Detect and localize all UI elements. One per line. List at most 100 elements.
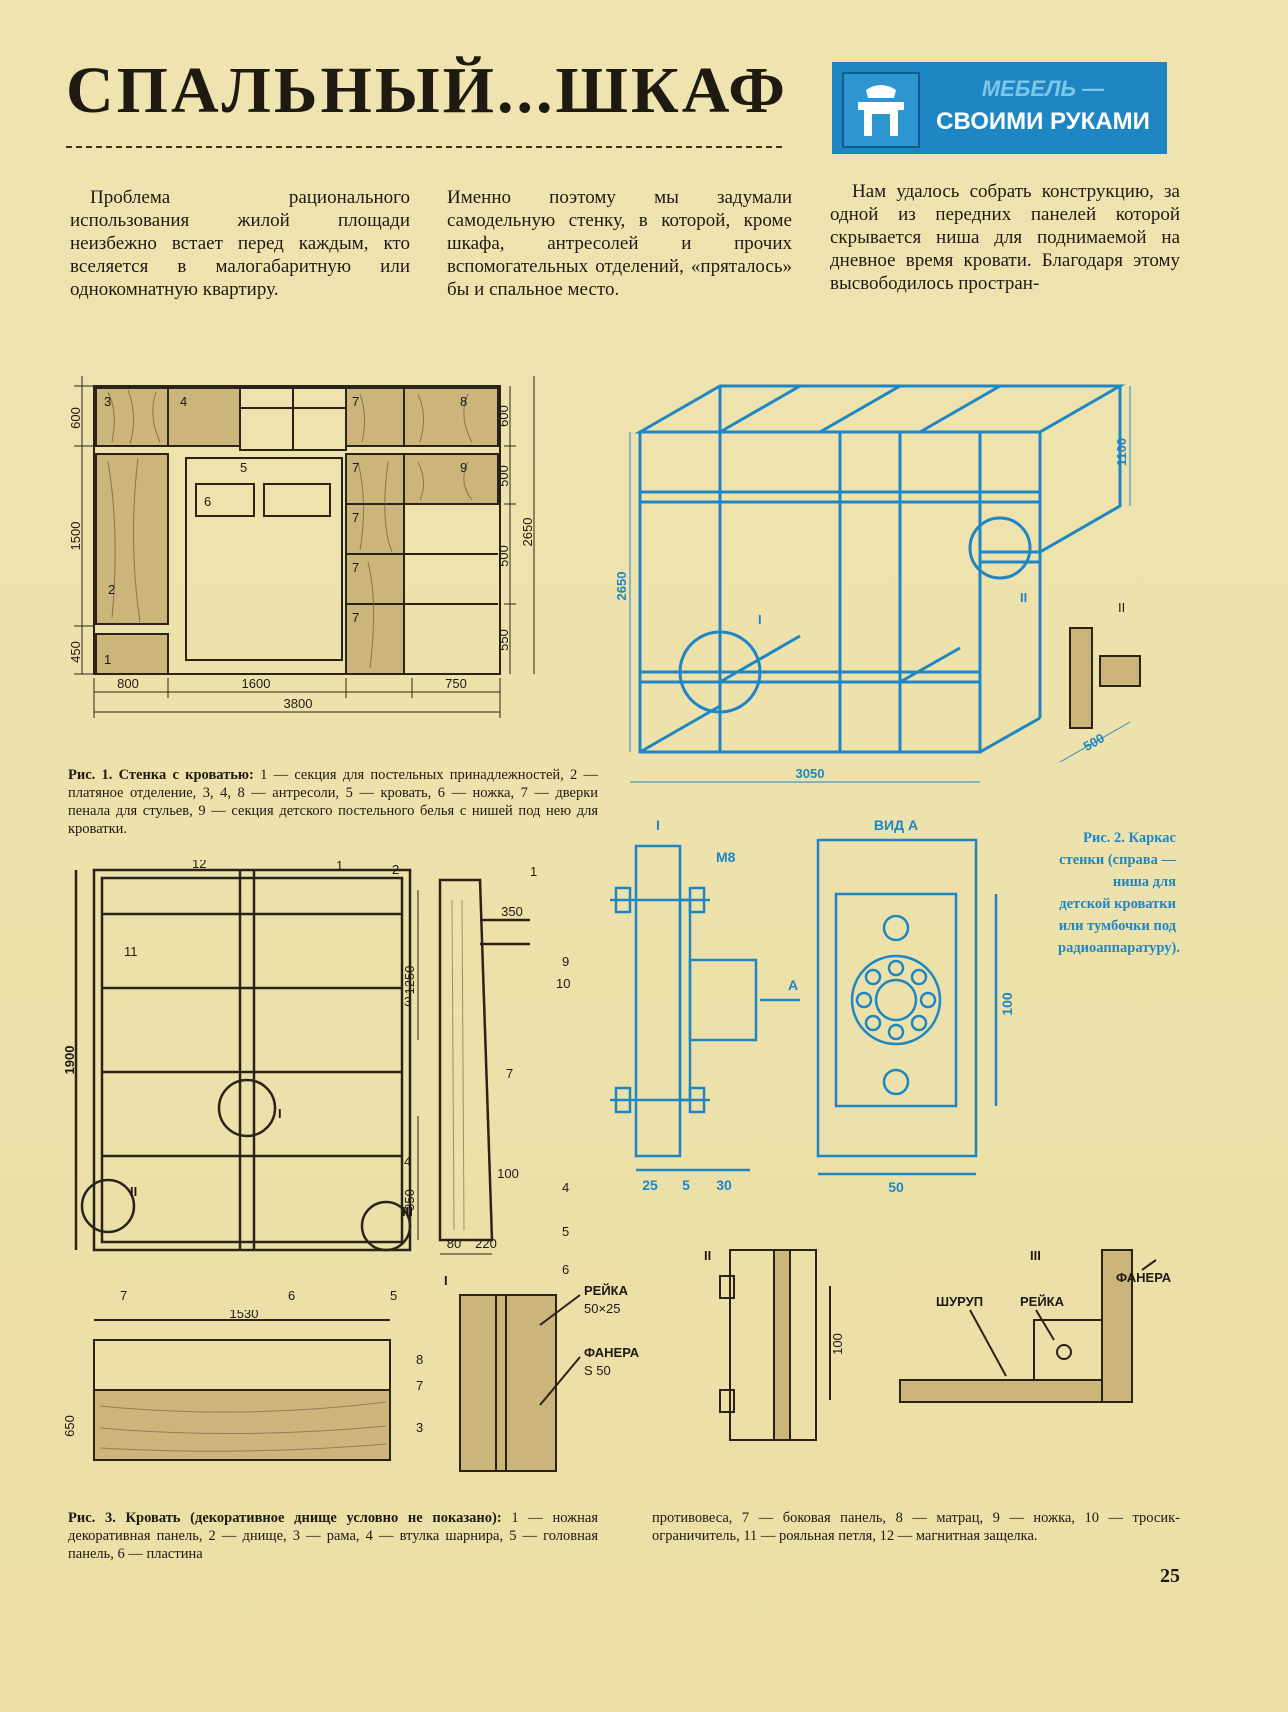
- fig1-dim-600a: 600: [68, 407, 83, 429]
- fig2-caption: Рис. 2. Каркас стенки (справа — ниша для…: [1058, 829, 1180, 956]
- fig3-bottom-label-3: 3: [416, 1420, 423, 1435]
- fig1-label-2: 2: [108, 582, 115, 597]
- fig3-label-7: 7: [120, 1288, 127, 1303]
- text-column-2: Именно поэтому мы задумали самодельную с…: [447, 187, 792, 300]
- fig1-dim-600b: 600: [496, 405, 511, 427]
- detail-II-drawing: II 100: [704, 1248, 845, 1441]
- fig1-label-4: 4: [180, 394, 187, 409]
- fig2-side-ref-II: II: [1118, 600, 1125, 615]
- fig3-caption-right: противовеса, 7 — боковая панель, 8 — мат…: [652, 1510, 1180, 1544]
- fig2-frame-drawing: 2650 1100 3050 500 I II II: [614, 384, 1141, 783]
- view-A-dim-50: 50: [888, 1179, 904, 1195]
- fig3-side-label-1: 1: [530, 864, 537, 879]
- detail-II-dim-100: 100: [830, 1333, 845, 1355]
- fig3-dim-100: 100: [497, 1166, 519, 1181]
- fig3-dim-350a: 350: [501, 904, 523, 919]
- fig3-dim-220: 220: [475, 1236, 497, 1251]
- fig3-side-label-7: 7: [506, 1066, 513, 1081]
- fig3-side-label-10: 10: [556, 976, 570, 991]
- fig1-label-7a: 7: [352, 394, 359, 409]
- detail-II-roman: II: [704, 1248, 711, 1263]
- section-badge: МЕБЕЛЬ — СВОИМИ РУКАМИ: [832, 62, 1167, 154]
- fig1-caption-label: Рис. 1.: [68, 767, 113, 783]
- fig3-dim-1530: 1530: [230, 1310, 259, 1321]
- fig1-label-7d: 7: [352, 560, 359, 575]
- fig1-dim-1500: 1500: [68, 522, 83, 551]
- fig1-label-7c: 7: [352, 510, 359, 525]
- fig1-label-9: 9: [460, 460, 467, 475]
- badge-line2: СВОИМИ РУКАМИ: [936, 108, 1150, 135]
- fig1-dim-800: 800: [117, 676, 139, 691]
- view-A-dim-100: 100: [999, 992, 1015, 1016]
- fig3-dim-350b: 350: [402, 1189, 417, 1211]
- detail-III-fanera: ФАНЕРА: [1116, 1270, 1172, 1285]
- fig3-label-4: 4: [404, 1154, 411, 1169]
- fig3-dim-1250: 1250: [402, 966, 417, 995]
- fig3-label-11: 11: [124, 944, 138, 959]
- fig3-ref-II: II: [130, 1184, 137, 1199]
- detail-I-reika: РЕЙКА: [584, 1283, 629, 1298]
- fig2-ref-I: I: [758, 612, 762, 627]
- fig1-label-5: 5: [240, 460, 247, 475]
- fig3-dim-650: 650: [62, 1415, 77, 1437]
- fig3-side-label-4: 4: [562, 1180, 569, 1195]
- view-A-title: ВИД А: [874, 817, 918, 833]
- fig2-dim-2650: 2650: [614, 572, 629, 601]
- fig2-dim-500: 500: [1081, 730, 1107, 754]
- detail-III-roman: III: [1030, 1248, 1041, 1263]
- fig1-dim-550: 550: [496, 629, 511, 651]
- fig1-caption-text: 1 — секция для постельных принадлежносте…: [68, 767, 599, 837]
- fig3-side-label-9: 9: [562, 954, 569, 969]
- title-rule: [66, 146, 782, 148]
- fig1-label-8: 8: [460, 394, 467, 409]
- fig3-dim-80: 80: [447, 1236, 461, 1251]
- fig3-label-5: 5: [390, 1288, 397, 1303]
- detail-I-reika-size: 50×25: [584, 1301, 621, 1316]
- fig3-label-12: 12: [192, 860, 206, 871]
- detail-I-fanera-size: S 50: [584, 1363, 611, 1378]
- detail-I-dim-25: 25: [642, 1177, 658, 1193]
- fig3-side-label-6: 6: [562, 1262, 569, 1277]
- fig3-bottom-label-8: 8: [416, 1352, 423, 1367]
- detail-I-dim-30: 30: [716, 1177, 732, 1193]
- fig1-label-3: 3: [104, 394, 111, 409]
- fig1-label-6: 6: [204, 494, 211, 509]
- fig1-dim-2650: 2650: [520, 518, 535, 547]
- detail-III-reika: РЕЙКА: [1020, 1294, 1065, 1309]
- fig1-dim-500a: 500: [496, 465, 511, 487]
- text-column-1: Проблема рационального использования жил…: [70, 187, 410, 300]
- fig1-dim-3800: 3800: [284, 696, 313, 711]
- fig1-wall-unit-drawing: 3 4 2 1 5 6 7 7 7 7 7 8 9 600 1500 450 6…: [68, 376, 535, 718]
- fig3-caption-label: Рис. 3.: [68, 1510, 116, 1526]
- detail-I-dim-5: 5: [682, 1177, 690, 1193]
- fig3-caption-title: Кровать (декоративное днище условно не п…: [125, 1510, 502, 1526]
- detail-I-rail-roman: I: [444, 1273, 448, 1288]
- fig1-dim-450: 450: [68, 641, 83, 663]
- fig3-bottom-label-7: 7: [416, 1378, 423, 1393]
- fig3-label-1: 1: [336, 860, 343, 873]
- stool-icon: [842, 72, 920, 148]
- fig3-dim-1900: 1900: [62, 1046, 77, 1075]
- fig1-dim-500b: 500: [496, 545, 511, 567]
- fig3-side-label-5: 5: [562, 1224, 569, 1239]
- detail-I-rail-drawing: I РЕЙКА 50×25 ФАНЕРА S 50: [444, 1273, 640, 1472]
- fig2-dim-1100: 1100: [1114, 438, 1129, 466]
- text-column-3: Нам удалось собрать конструкцию, за одно…: [830, 181, 1180, 294]
- detail-I-fanera: ФАНЕРА: [584, 1345, 640, 1360]
- detail-III-shurup: ШУРУП: [936, 1294, 983, 1309]
- fig1-caption-title: Стенка с кроватью:: [118, 767, 254, 783]
- fig3-caption-left: Рис. 3. Кровать (декоративное днище усло…: [68, 1509, 598, 1563]
- detail-I-roman: I: [656, 817, 660, 833]
- article-title: СПАЛЬНЫЙ...ШКАФ: [66, 54, 788, 127]
- fig2-dim-3050: 3050: [796, 766, 825, 781]
- fig1-label-7e: 7: [352, 610, 359, 625]
- fig1-dim-750: 750: [445, 676, 467, 691]
- fig3-ref-III: III: [402, 1204, 413, 1219]
- fig3-caption-text1: 1 — ножная декоративная панель, 2 — днищ…: [68, 1510, 599, 1562]
- fig1-dim-1600: 1600: [242, 676, 271, 691]
- fig3-label-2: 2: [392, 862, 399, 877]
- detail-I-arrow-A: A: [788, 977, 798, 993]
- fig3-bed-drawing: 1900 350 1250 100 350 80 220 12 1 2 11 3…: [62, 860, 570, 1303]
- fig2-detail-drawing: I M8 A 25 5 30 ВИД А 100 50: [610, 817, 1015, 1195]
